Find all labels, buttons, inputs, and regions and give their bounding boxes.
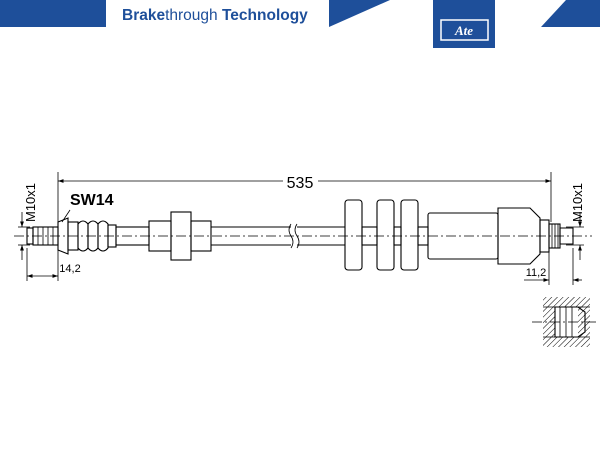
brand-tagline: Brakethrough Technology xyxy=(122,7,308,24)
hose-guard-2 xyxy=(376,199,395,271)
right-fitting-dimension: 11,2 xyxy=(524,248,582,285)
left-fitting-dimension: 14,2 xyxy=(26,248,81,281)
hose-break-mark xyxy=(288,223,294,249)
section-socket-body xyxy=(554,306,586,338)
section-hatch-right xyxy=(578,307,590,337)
hose-guard-3 xyxy=(400,199,419,271)
right-fitting-length-label: 11,2 xyxy=(526,267,547,279)
header-band-slant xyxy=(329,0,390,27)
brand-word-1: Brake xyxy=(122,7,165,24)
right-fitting xyxy=(427,207,574,265)
ate-logo-text: Ate xyxy=(454,23,473,38)
overall-length-dimension: 535 xyxy=(57,172,552,225)
wrench-size-label: SW14 xyxy=(70,192,114,209)
brand-word-3: Technology xyxy=(218,7,309,24)
overall-length-label: 535 xyxy=(287,175,314,192)
left-fitting-length-label: 14,2 xyxy=(59,263,80,275)
hose-middle-section xyxy=(211,223,345,249)
section-hatch-left xyxy=(543,307,555,337)
header-bar: Brakethrough Technology Ate xyxy=(0,0,600,48)
hose-bracket xyxy=(148,211,212,261)
right-thread-dimension: M10x1 xyxy=(566,183,585,260)
left-thread-label: M10x1 xyxy=(23,183,38,222)
right-tip xyxy=(559,227,574,245)
header-right-band xyxy=(541,0,600,27)
hose-guards xyxy=(344,199,429,271)
left-crimp-ring-3 xyxy=(97,220,109,252)
right-thread-label: M10x1 xyxy=(570,183,585,222)
section-hatch-top xyxy=(543,297,590,307)
left-hex-nut xyxy=(57,217,69,255)
wrench-size-callout: SW14 xyxy=(61,192,114,223)
section-hatch-bottom xyxy=(543,337,590,347)
header-left-band xyxy=(0,0,106,27)
brand-word-2: through xyxy=(165,7,218,24)
socket-section-detail xyxy=(532,297,596,347)
hose-guard-1 xyxy=(344,199,363,271)
right-sleeve-taper xyxy=(497,207,541,265)
ate-logo: Ate xyxy=(433,0,495,48)
left-thread-dimension: M10x1 xyxy=(18,183,38,260)
